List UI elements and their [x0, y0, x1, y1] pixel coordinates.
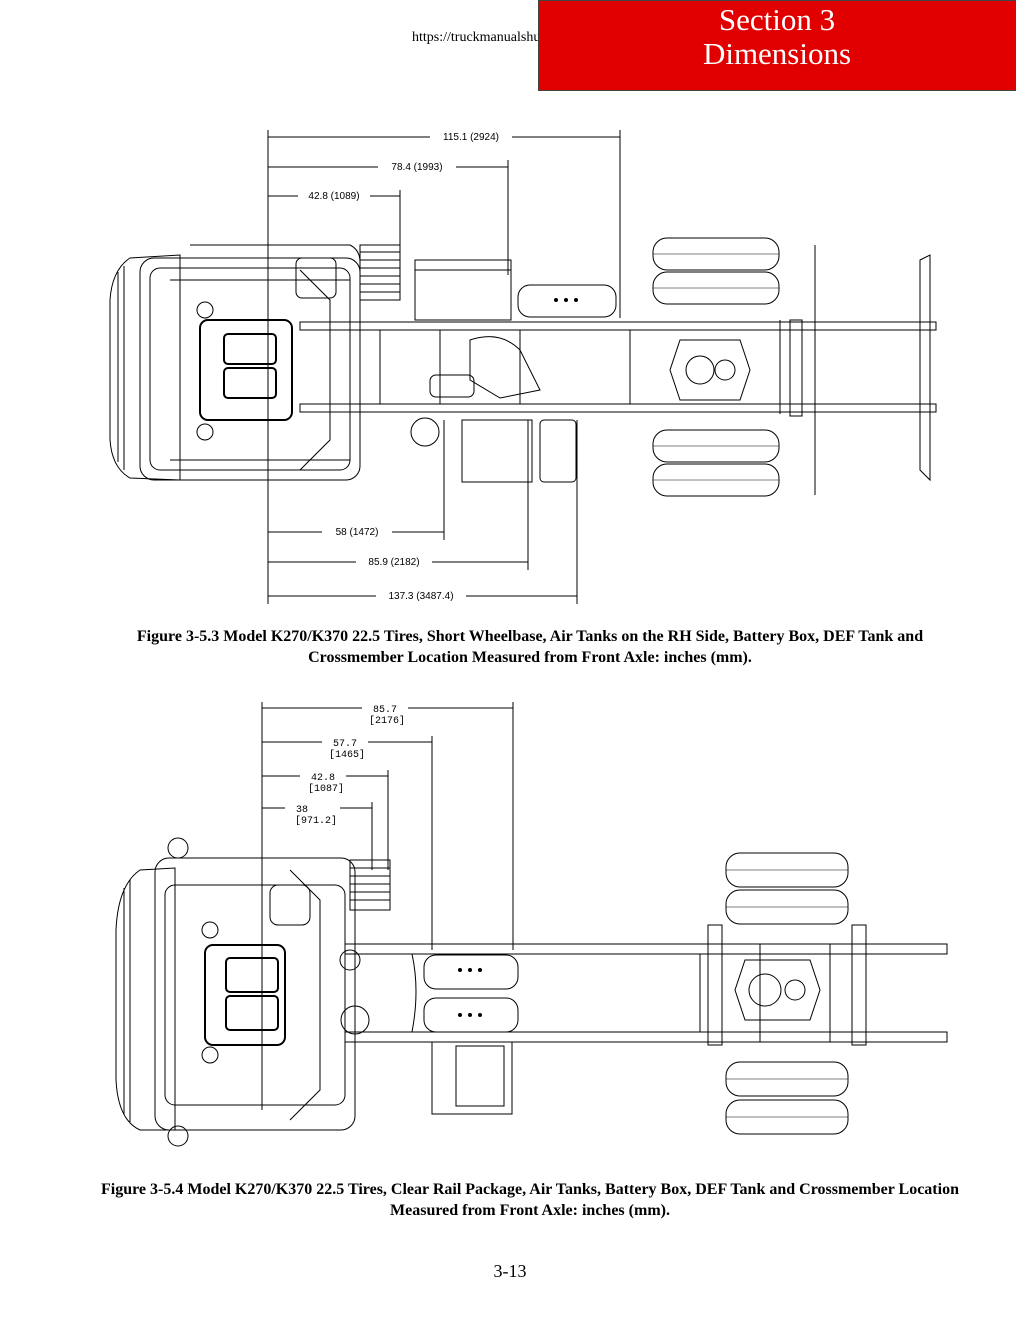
section-title: Dimensions [702, 36, 852, 71]
dim-57-7-in: 57.7 [333, 739, 357, 750]
dim-42-8-mm: [1087] [308, 783, 344, 795]
dim-38-in: 38 [296, 805, 308, 816]
dim-bottom-2: 85.9 (2182) [368, 557, 419, 568]
dim-bottom-1: 58 (1472) [336, 527, 379, 538]
chassis-diagram-short-wheelbase: 115.1 (2924) 78.4 (1993) 42.8 (1089) 58 … [109, 130, 937, 604]
dim-top-1: 115.1 (2924) [443, 132, 499, 143]
dim-top-3: 42.8 (1089) [308, 191, 359, 202]
dim-top-2: 78.4 (1993) [391, 162, 442, 173]
dim-42-8-in: 42.8 [311, 773, 335, 784]
dim-bottom-3: 137.3 (3487.4) [388, 591, 453, 602]
figure-caption-2: Figure 3-5.4 Model K270/K370 22.5 Tires,… [101, 1181, 959, 1219]
page-number: 3-13 [493, 1261, 527, 1281]
dim-85-7-in: 85.7 [373, 705, 397, 716]
section-number: Section 3 [718, 2, 836, 37]
dim-38-mm: [971.2] [295, 815, 337, 827]
chassis-diagram-clear-rail: 85.7 [2176] 57.7 [1465] 42.8 [1087] 38 [… [115, 702, 948, 1147]
figure-caption-1: Figure 3-5.3 Model K270/K370 22.5 Tires,… [136, 628, 924, 666]
dim-57-7-mm: [1465] [329, 749, 365, 761]
section-header: Section 3 Dimensions [538, 0, 1016, 91]
source-url[interactable]: https://truckmanualshub.com/ [412, 30, 579, 45]
dim-85-7-mm: [2176] [369, 715, 405, 727]
